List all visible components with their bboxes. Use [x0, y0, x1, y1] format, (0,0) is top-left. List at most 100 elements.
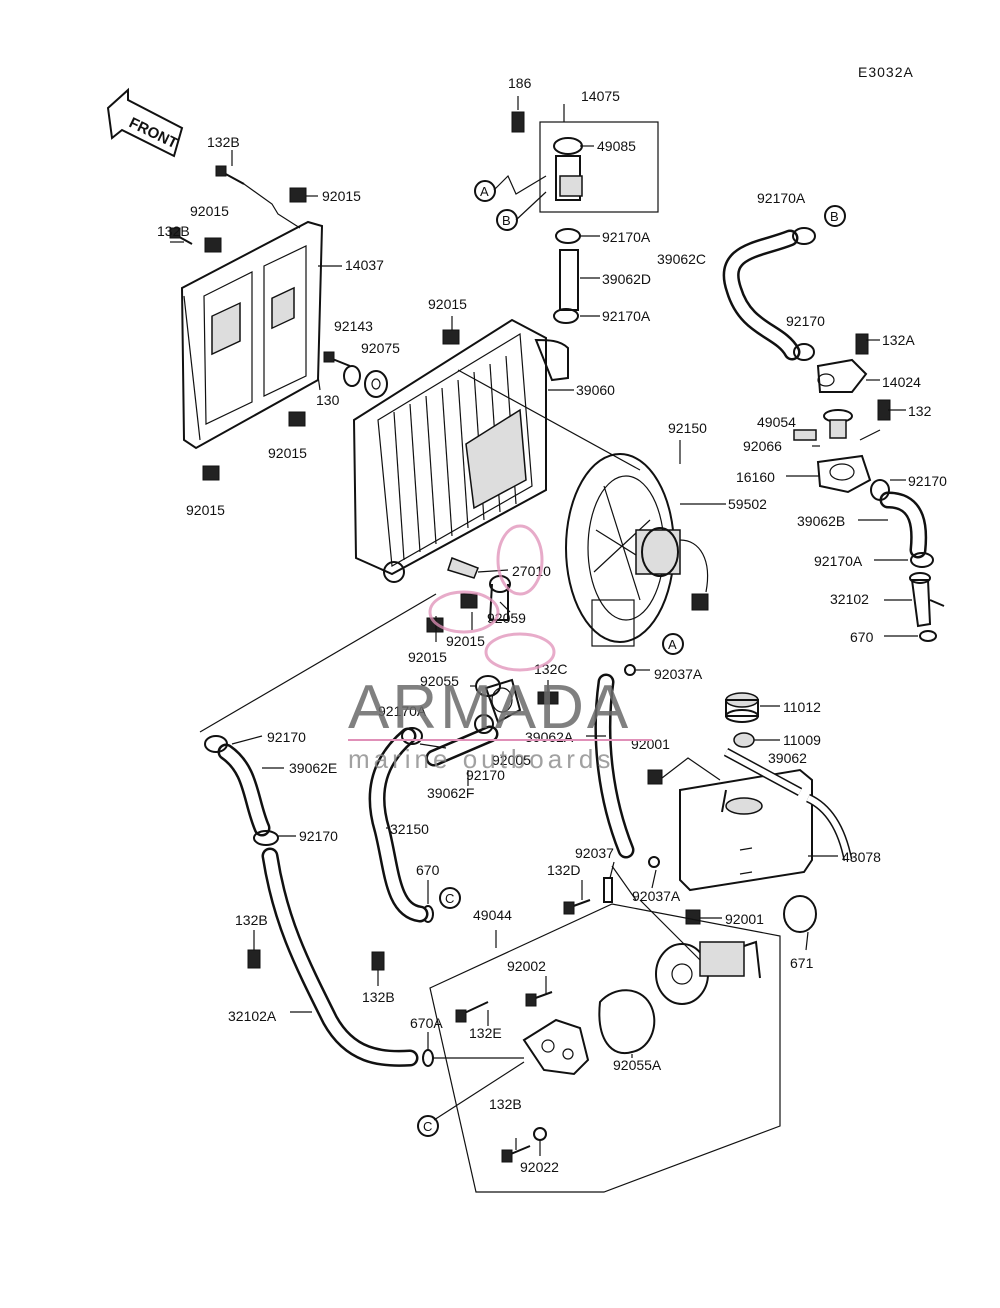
clip-92015-a-icon [289, 187, 307, 203]
part-label: 92015 [186, 502, 225, 518]
part-label: 92170A [602, 308, 651, 324]
bolt-132b-c-icon [247, 949, 261, 969]
part-label: 132B [235, 912, 268, 928]
fan-59502 [565, 453, 709, 647]
part-label: 92055A [613, 1057, 662, 1073]
front-arrow-icon: FRONT [106, 87, 184, 158]
part-label: 92170A [757, 190, 806, 206]
part-label: 39062B [797, 513, 845, 529]
bolt-92002-icon [525, 991, 553, 1007]
part-label: 39062D [602, 271, 651, 287]
svg-text:C: C [423, 1119, 432, 1134]
part-label: 92015 [190, 203, 229, 219]
part-label: 39062E [289, 760, 337, 776]
water-pump-body [655, 940, 761, 1005]
clamp-92170a-d-icon [910, 552, 934, 568]
part-label: 92037A [654, 666, 703, 682]
hose-39062e [217, 743, 271, 837]
washer-670-a-icon [919, 630, 937, 642]
clamp-92170a-e-icon [401, 727, 423, 745]
hose-39062c [722, 229, 801, 361]
clamp-92170-e-icon [253, 830, 279, 846]
part-label: 32150 [390, 821, 429, 837]
washer-92022-icon [533, 1127, 547, 1141]
clip-92015-e-icon [202, 465, 220, 481]
part-label: 92170 [466, 767, 505, 783]
bolt-92001-a-icon [647, 769, 663, 785]
part-label: 92170 [267, 729, 306, 745]
part-label: 92001 [725, 911, 764, 927]
radiator-39060 [352, 318, 569, 583]
bolt-132e-icon [455, 1001, 489, 1023]
part-label: 92143 [334, 318, 373, 334]
part-label: 92001 [631, 736, 670, 752]
part-label: 92075 [361, 340, 400, 356]
clamp-92037a-b-icon [648, 856, 660, 868]
clamp-92170-c-icon [204, 735, 228, 753]
watermark-logo-icon [428, 524, 556, 672]
part-label: 92150 [668, 420, 707, 436]
part-label: 92037 [575, 845, 614, 861]
hose-39062a [594, 673, 635, 859]
gasket-92055a [598, 989, 656, 1055]
part-label: 132A [882, 332, 915, 348]
part-label: 671 [790, 955, 814, 971]
part-label: 92170 [786, 313, 825, 329]
bolt-92001-b-icon [685, 909, 701, 925]
part-label: 92002 [507, 958, 546, 974]
part-label: 92005 [492, 752, 531, 768]
part-label: 92037A [632, 888, 681, 904]
part-label: 32102 [830, 591, 869, 607]
part-label: 132 [908, 403, 932, 419]
part-label: 49054 [757, 414, 796, 430]
bolt-132b-b-icon [169, 227, 193, 245]
part-label: 39062F [427, 785, 474, 801]
callout-c-mid-icon: C [439, 887, 461, 909]
water-pump-cover [484, 678, 522, 724]
clamp-92170a-a-icon [792, 227, 816, 245]
part-label: 92055 [420, 673, 459, 689]
part-label: 92170A [814, 553, 863, 569]
clamp-92170a-b-icon [555, 228, 581, 244]
part-label: 39060 [576, 382, 615, 398]
callout-b-right-icon: B [824, 205, 846, 227]
part-label: 92015 [408, 649, 447, 665]
leader-lines [170, 96, 918, 1156]
clip-92015-g-icon [426, 617, 444, 633]
part-label: 132B [489, 1096, 522, 1112]
hose-39062d [559, 249, 579, 311]
part-label: 92170 [299, 828, 338, 844]
part-label: 92015 [446, 633, 485, 649]
part-label: 14037 [345, 257, 384, 273]
bolt-130-icon [323, 351, 351, 367]
cap-seal-11009 [733, 732, 755, 748]
part-label: 14024 [882, 374, 921, 390]
hose-39062f [425, 725, 499, 767]
part-label: 11012 [783, 699, 821, 715]
callout-a-mid-icon: A [662, 633, 684, 655]
part-labels: 186 14075 49085 132B 92015 92015 132B 14… [157, 75, 947, 1175]
grommet-92143-icon [343, 365, 361, 387]
grommet-92075-icon [364, 370, 388, 398]
clip-92015-c-icon [442, 329, 460, 345]
bracket-92037 [603, 877, 613, 903]
svg-text:B: B [830, 209, 839, 224]
bolt-132a-icon [855, 333, 869, 355]
svg-text:C: C [445, 891, 454, 906]
part-label: 59502 [728, 496, 767, 512]
clamp-92170-d-icon [474, 714, 494, 734]
svg-text:B: B [502, 213, 511, 228]
part-label: 132B [362, 989, 395, 1005]
part-label: 49085 [597, 138, 636, 154]
part-label: 132E [469, 1025, 502, 1041]
clamp-92170a-c-icon [553, 308, 579, 324]
part-label: 39062C [657, 251, 706, 267]
bolt-186-icon [511, 111, 525, 133]
part-label: 11009 [783, 732, 821, 748]
part-label: 92066 [743, 438, 782, 454]
part-label: 670 [850, 629, 874, 645]
part-label: 92015 [428, 296, 467, 312]
reservoir-cap-11012 [725, 692, 759, 723]
part-label: 670 [416, 862, 440, 878]
hose-39062 [723, 748, 853, 861]
